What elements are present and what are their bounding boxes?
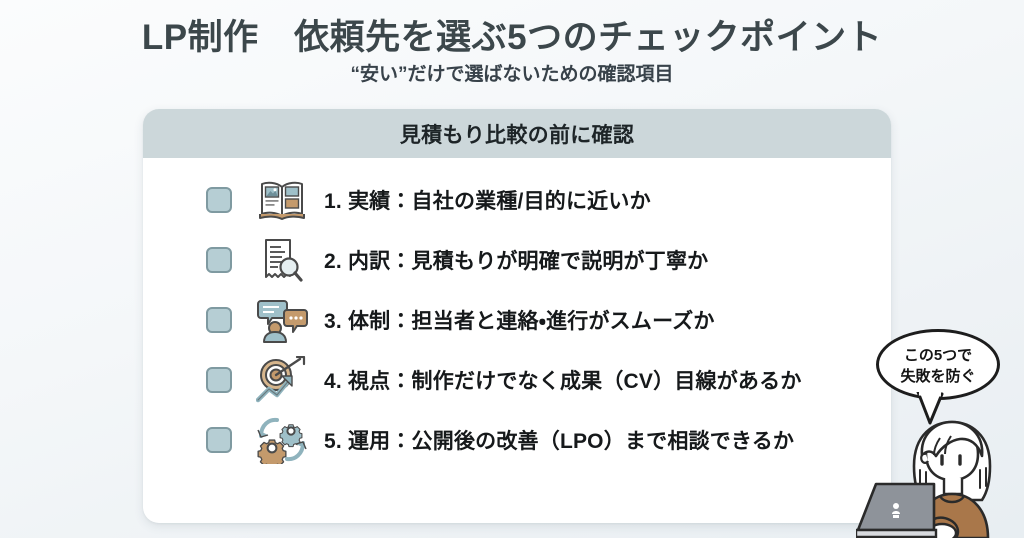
speech-bubble-text: この5つで 失敗を防ぐ [900, 347, 976, 385]
speech-bubble: この5つで 失敗を防ぐ [876, 329, 1000, 400]
checkbox-item-3[interactable] [206, 307, 232, 333]
page-subtitle: “安い”だけで選ばないための確認項目 [350, 64, 674, 85]
gears-cycle-icon [254, 416, 310, 464]
checklist-item[interactable]: 2. 内訳：見積もりが明確で説明が丁寧か [143, 230, 891, 290]
checklist-item-label: 1. 実績：自社の業種/目的に近いか [324, 190, 651, 213]
page-title: LP制作 依頼先を選ぶ5つのチェックポイント [141, 18, 883, 57]
laptop-woman-illustration [856, 408, 1024, 538]
checklist-card: 見積もり比較の前に確認 [143, 109, 891, 523]
document-magnifier-icon [254, 236, 310, 284]
checkbox-item-5[interactable] [206, 427, 232, 453]
checklist-item[interactable]: 4. 視点：制作だけでなく成果（CV）目線があるか [143, 350, 891, 410]
checkbox-item-2[interactable] [206, 247, 232, 273]
checklist-item[interactable]: 5. 運用：公開後の改善（LPO）まで相談できるか [143, 410, 891, 470]
checkbox-item-4[interactable] [206, 367, 232, 393]
checklist: 1. 実績：自社の業種/目的に近いか [143, 158, 891, 470]
checklist-item[interactable]: 3. 体制：担当者と連絡・進行がスムーズか [143, 290, 891, 350]
checklist-item-label: 2. 内訳：見積もりが明確で説明が丁寧か [324, 250, 709, 273]
checklist-item[interactable]: 1. 実績：自社の業種/目的に近いか [143, 170, 891, 230]
open-book-portfolio-icon [254, 176, 310, 224]
checklist-item-label: 3. 体制：担当者と連絡・進行がスムーズか [324, 310, 715, 333]
checklist-item-label: 4. 視点：制作だけでなく成果（CV）目線があるか [324, 370, 802, 393]
card-header-label: 見積もり比較の前に確認 [399, 123, 635, 147]
card-header-band: 見積もり比較の前に確認 [143, 109, 891, 158]
target-arrow-growth-icon [254, 356, 310, 404]
checkbox-item-1[interactable] [206, 187, 232, 213]
chat-bubbles-person-icon [254, 296, 310, 344]
checklist-item-label: 5. 運用：公開後の改善（LPO）まで相談できるか [324, 430, 795, 453]
